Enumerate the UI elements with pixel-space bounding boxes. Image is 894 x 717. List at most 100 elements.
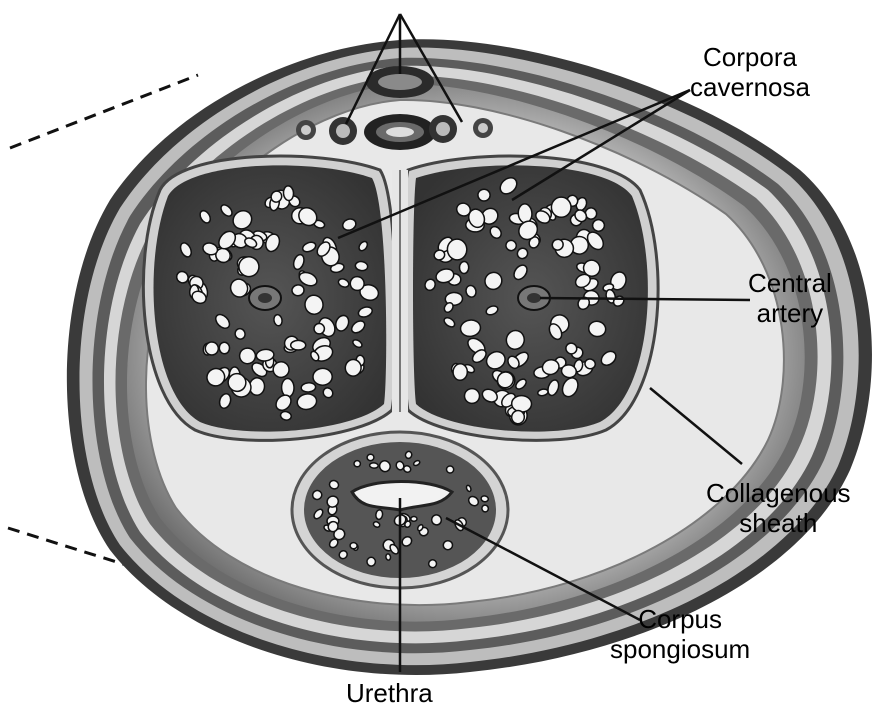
sinus (375, 509, 384, 521)
sinus (443, 302, 454, 313)
central-artery-left (248, 285, 282, 311)
sinus (349, 541, 358, 550)
sinus (561, 377, 579, 398)
sinus (313, 508, 324, 520)
sinus (499, 177, 518, 195)
sinus (550, 196, 572, 219)
sinus (505, 329, 525, 351)
sinus (584, 358, 597, 370)
sinus (389, 543, 400, 555)
sinus (218, 393, 232, 409)
sinus (395, 460, 405, 471)
label-corpora-cavernosa: Corpora cavernosa (690, 42, 810, 102)
sinus (433, 249, 446, 261)
sinus (311, 489, 323, 501)
sinus (378, 459, 391, 473)
septum (392, 170, 408, 412)
sinus (465, 284, 477, 298)
sinus (435, 268, 455, 284)
sinus (234, 327, 246, 340)
label-corpus-spongiosum-line1: Corpus (638, 604, 723, 634)
sinus (357, 306, 373, 318)
sinus (229, 278, 249, 298)
sinus (191, 290, 207, 305)
sinus (304, 294, 324, 315)
leader-lines (337, 13, 751, 672)
sinus (328, 538, 339, 549)
sinus (600, 350, 617, 366)
sinus (468, 208, 486, 229)
sinus (366, 556, 377, 567)
sinus (275, 394, 292, 412)
sinus (349, 275, 365, 292)
sinus (232, 209, 253, 230)
sinus (215, 313, 231, 329)
label-collagenous-sheath: Collagenous sheath (706, 478, 851, 538)
sinus (582, 259, 601, 278)
sinus (609, 271, 627, 291)
sinus (280, 377, 295, 398)
sinus (427, 559, 438, 569)
label-central-artery: Central artery (748, 268, 832, 328)
sinus (412, 459, 421, 467)
sinus (505, 239, 518, 252)
label-corpora-cavernosa-line1: Corpora (703, 42, 797, 72)
sinus (335, 314, 350, 332)
label-corpus-spongiosum: Corpus spongiosum (610, 604, 750, 664)
sinus (279, 410, 292, 421)
sinus (338, 550, 348, 560)
sinus (541, 358, 560, 376)
label-collagenous-sheath-line2: sheath (739, 508, 818, 538)
sinus (481, 388, 498, 403)
sinus (459, 319, 482, 338)
sinus (350, 320, 366, 334)
sinus (458, 260, 470, 275)
sinus (368, 462, 379, 469)
sinus (515, 378, 527, 390)
sinus (310, 350, 320, 362)
sinus (265, 233, 281, 253)
sinus (416, 523, 424, 532)
sinus (507, 355, 520, 370)
sinus (481, 504, 490, 513)
sinus (574, 273, 591, 289)
sinus (443, 316, 456, 328)
sinus (313, 322, 326, 335)
sinus (366, 453, 375, 462)
sinus (510, 409, 526, 425)
sinus (424, 278, 436, 292)
sinus (430, 514, 443, 526)
sinus (282, 185, 295, 202)
sinus (220, 204, 233, 217)
label-collagenous-sheath-line1: Collagenous (706, 478, 851, 508)
sinus (404, 450, 413, 460)
sinus (535, 210, 551, 224)
sinus (560, 364, 577, 379)
sinus (327, 520, 339, 533)
sinus (548, 323, 563, 341)
sinus (445, 465, 455, 474)
sinus (518, 220, 539, 241)
label-central-artery-line2: artery (756, 298, 824, 328)
sinus (467, 495, 480, 507)
sinus (402, 465, 412, 473)
sinus (175, 270, 189, 284)
sinus (202, 242, 219, 256)
sinus (591, 218, 606, 232)
sinus (344, 358, 362, 377)
sinus (465, 484, 472, 493)
sinus (255, 348, 275, 362)
sinus (537, 388, 549, 397)
sinus (292, 253, 305, 271)
cavernous-sinuses (175, 177, 627, 426)
label-urethra: Urethra (346, 678, 433, 708)
sinus (489, 225, 502, 239)
sinus (337, 278, 350, 288)
sinus (477, 188, 491, 202)
sinus (358, 240, 369, 252)
urethra (350, 480, 455, 512)
sinus (485, 350, 506, 370)
sinus (574, 209, 588, 223)
